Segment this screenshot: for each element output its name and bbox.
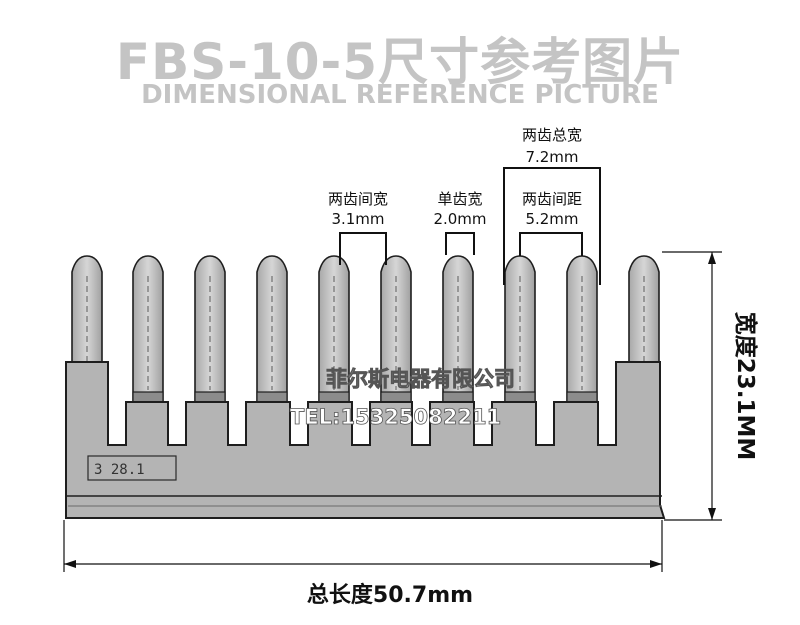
page-subtitle: DIMENSIONAL REFERENCE PICTURE: [141, 80, 659, 110]
tooth-5-collar: [318, 391, 350, 403]
watermark-tel: TEL:15325082211: [290, 405, 501, 429]
teeth-group: [71, 255, 660, 411]
single-tooth-width-annotation: 单齿宽 2.0mm: [433, 190, 487, 255]
tooth-4: [256, 255, 288, 411]
tooth-5: [318, 255, 350, 411]
tooth-7: [442, 255, 474, 411]
two-teeth-total-width-value: 7.2mm: [525, 148, 578, 166]
single-tooth-width-label: 单齿宽: [437, 190, 482, 208]
single-tooth-width-value: 2.0mm: [433, 210, 486, 228]
tooth-3-collar: [194, 391, 226, 403]
page-title: FBS-10-5尺寸参考图片: [115, 33, 685, 91]
total-length-label: 总长度50.7mm: [307, 582, 473, 608]
tooth-3: [194, 255, 226, 411]
gap-between-teeth-annotation: 两齿间宽 3.1mm: [328, 190, 388, 265]
tooth-8-collar: [504, 391, 536, 403]
gap-between-teeth-label: 两齿间宽: [328, 190, 388, 208]
two-teeth-total-width-label: 两齿总宽: [522, 126, 582, 144]
watermark-company: 菲尔斯电器有限公司: [326, 367, 515, 391]
two-teeth-spacing-label: 两齿间距: [522, 190, 582, 208]
tooth-2: [132, 255, 164, 411]
two-teeth-spacing-annotation: 两齿间距 5.2mm: [519, 190, 583, 256]
total-length-dimension: 总长度50.7mm: [63, 520, 663, 608]
tooth-2-collar: [132, 391, 164, 403]
width-label: 宽度23.1MM: [732, 312, 759, 461]
tooth-7-collar: [442, 391, 474, 403]
tooth-4-collar: [256, 391, 288, 403]
tooth-6-collar: [380, 391, 412, 403]
part-marking: 3 28.1: [94, 462, 145, 478]
width-dimension: 宽度23.1MM: [662, 251, 759, 521]
two-teeth-spacing-value: 5.2mm: [525, 210, 578, 228]
comb-base: [65, 361, 666, 519]
two-teeth-total-width-annotation: 两齿总宽 7.2mm: [503, 126, 601, 285]
part-marking-box: [87, 455, 177, 481]
gap-between-teeth-value: 3.1mm: [331, 210, 384, 228]
tooth-6: [380, 255, 412, 411]
tooth-9-collar: [566, 391, 598, 403]
